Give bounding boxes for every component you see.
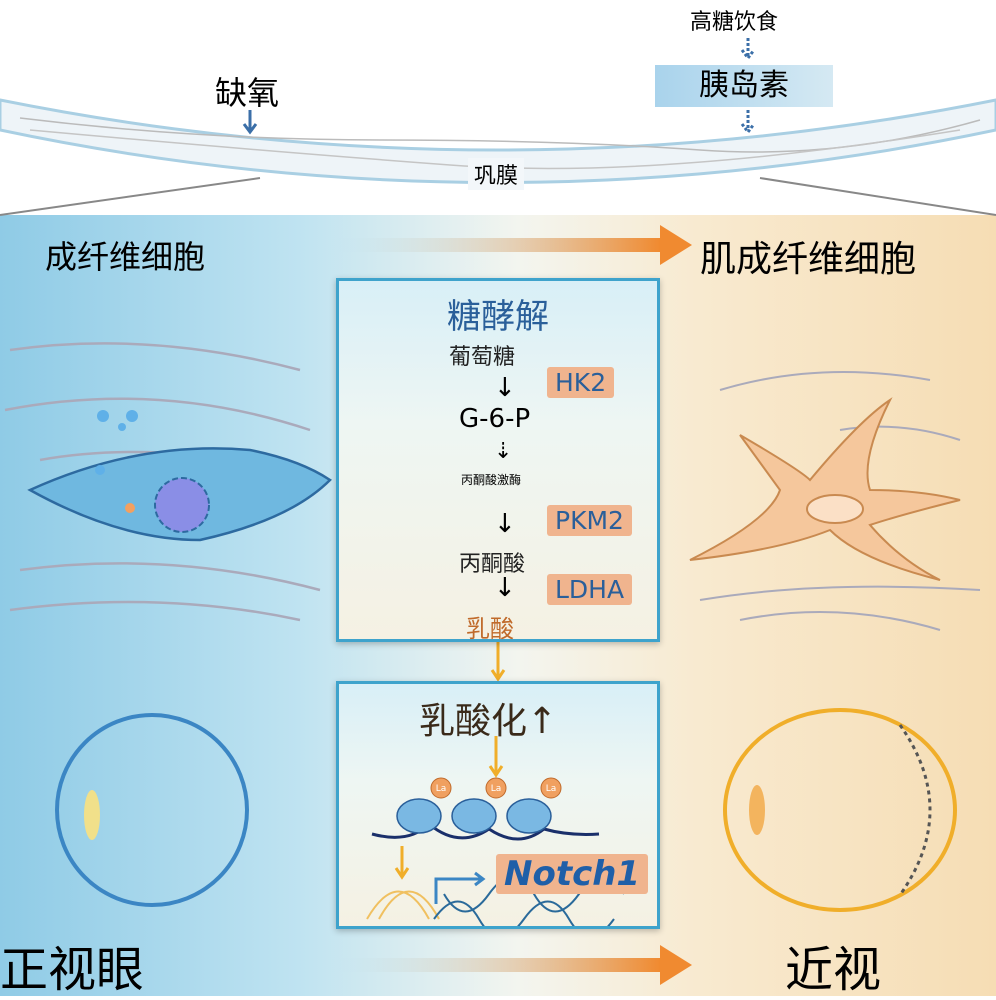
svg-text:La: La (436, 784, 447, 794)
myofibroblast-cell (689, 397, 961, 581)
sclera-band (0, 98, 996, 184)
enzyme-pkm2: PKM2 (547, 505, 632, 536)
glycolysis-title: 糖酵解 (447, 297, 549, 337)
step-pyruvate: 丙酮酸 (459, 552, 526, 577)
hypoxia-label: 缺氧 (215, 74, 280, 112)
sclera-label: 巩膜 (468, 158, 525, 190)
differentiation-arrow (330, 238, 660, 252)
notch1-gene-label: Notch1 (496, 854, 649, 894)
arrow-icon: ↓ (494, 373, 516, 403)
svg-text:La: La (546, 784, 557, 794)
lactylation-box: 乳酸化↑ La La La Notch1 (336, 681, 660, 929)
normal-eye (55, 713, 249, 907)
step-g6p: G-6-P (459, 404, 531, 434)
myopia-arrow (330, 958, 660, 972)
arrow-icon: ↓ (494, 509, 516, 539)
insulin-label: 胰岛素 (655, 65, 833, 107)
enzyme-hk2: HK2 (547, 367, 615, 398)
dotted-arrow-icon: ⇣ (494, 439, 513, 464)
hypoxia-arrow-icon (242, 110, 258, 135)
lactylation-title: 乳酸化↑ (419, 701, 558, 742)
enzyme-ldha: LDHA (547, 574, 633, 605)
step-pyruvate-kinase: 丙酮酸激酶 (461, 473, 522, 487)
fibroblast-label: 成纤维细胞 (45, 238, 206, 276)
myopia-label: 近视 (785, 942, 882, 998)
arrow-icon: ↓ (494, 573, 516, 603)
glycolysis-box: 糖酵解 葡萄糖 ↓ G-6-P ⇣ 丙酮酸激酶 ↓ 丙酮酸 ↓ 乳酸 HK2 P… (336, 278, 660, 643)
step-glucose: 葡萄糖 (449, 345, 516, 370)
myofibroblast-label: 肌成纤维细胞 (700, 239, 917, 280)
emmetropia-label: 正视眼 (0, 942, 145, 998)
step-lactate: 乳酸 (466, 615, 514, 643)
svg-text:La: La (491, 784, 502, 794)
myopic-eye (723, 708, 957, 912)
high-sugar-diet-label: 高糖饮食 (690, 10, 779, 35)
